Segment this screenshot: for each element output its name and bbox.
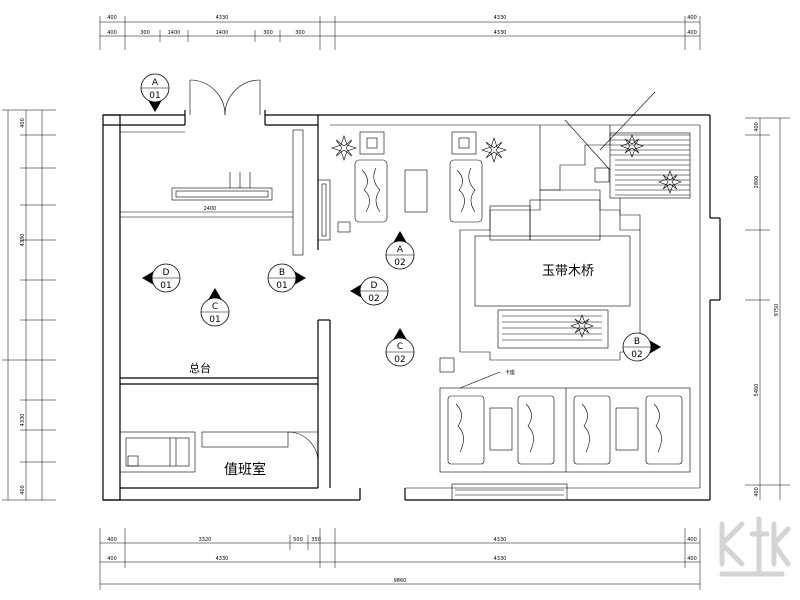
plant-icon bbox=[620, 134, 644, 158]
dim-bottom-1: 400 bbox=[107, 556, 117, 562]
dim-bottom-inner-5: 4330 bbox=[494, 537, 507, 543]
chair-icon bbox=[517, 395, 555, 465]
dim-left-2: 4330 bbox=[20, 234, 26, 247]
marker-letter: B bbox=[279, 268, 285, 278]
plant-icon bbox=[331, 135, 357, 161]
dim-left-4: 400 bbox=[20, 485, 26, 495]
plants bbox=[331, 134, 682, 338]
section-marker-icon: C 02 bbox=[385, 328, 415, 367]
dim-top-inner-3: 1400 bbox=[168, 30, 181, 36]
dimension-left: 400 4330 4330 400 bbox=[2, 109, 56, 501]
dim-top-inner-2: 300 bbox=[140, 30, 150, 36]
door-swing-icon bbox=[189, 79, 226, 116]
lounge-seating-bottom: 卡座 bbox=[439, 357, 691, 501]
plant-icon bbox=[570, 314, 594, 338]
marker-letter: C bbox=[212, 302, 218, 312]
marker-number: 01 bbox=[209, 315, 220, 325]
chair-icon bbox=[573, 395, 611, 465]
seating-label: 卡座 bbox=[505, 369, 515, 376]
section-marker-icon: B 01 bbox=[267, 263, 306, 293]
marker-number: 02 bbox=[394, 258, 405, 268]
dim-bottom-inner-4: 350 bbox=[311, 537, 321, 543]
section-marker-icon: B 02 bbox=[622, 332, 661, 362]
marker-letter: C bbox=[397, 342, 403, 352]
chair-icon bbox=[354, 159, 388, 223]
reception-label: 总台 bbox=[189, 361, 211, 375]
dim-bottom-3: 4330 bbox=[494, 556, 507, 562]
dim-top-inner-1: 400 bbox=[107, 30, 117, 36]
entrance-door bbox=[184, 79, 266, 125]
marker-number: 01 bbox=[160, 281, 171, 291]
chair-icon bbox=[645, 395, 683, 465]
chair-icon bbox=[447, 395, 485, 465]
marker-number: 02 bbox=[394, 355, 405, 365]
marker-number: 01 bbox=[276, 281, 287, 291]
dim-left-1: 400 bbox=[20, 118, 26, 128]
dim-bottom-inner-3: 500 bbox=[293, 537, 303, 543]
dim-left-3: 4330 bbox=[20, 414, 26, 427]
dim-bottom-2: 4330 bbox=[216, 556, 229, 562]
door-swing-icon bbox=[224, 79, 261, 116]
dim-bottom-4: 400 bbox=[687, 556, 697, 562]
dim-bottom-inner-1: 400 bbox=[107, 537, 117, 543]
dim-bottom-total: 9860 bbox=[394, 578, 407, 584]
dim-right-4: 400 bbox=[754, 487, 760, 497]
staircase bbox=[539, 91, 691, 230]
reception-counter: 2400 bbox=[171, 172, 273, 212]
section-marker-icon: D 02 bbox=[350, 276, 389, 306]
dim-right-2: 2800 bbox=[754, 176, 760, 189]
duty-room bbox=[119, 431, 319, 473]
marker-number: 02 bbox=[631, 350, 642, 360]
marker-letter: A bbox=[152, 78, 159, 88]
dim-top-3: 4330 bbox=[494, 15, 507, 21]
dim-top-inner-8: 400 bbox=[687, 30, 697, 36]
marker-number: 02 bbox=[368, 294, 379, 304]
section-marker-icon: C 01 bbox=[200, 288, 230, 327]
lounge-seating-top bbox=[317, 131, 483, 241]
dimension-bottom: 400 3320 500 350 4330 400 400 4330 4330 … bbox=[99, 528, 701, 590]
counter-dim: 2400 bbox=[204, 206, 217, 212]
dim-right-3: 5460 bbox=[754, 384, 760, 397]
marker-letter: D bbox=[163, 268, 170, 278]
dimension-top: 400 4330 4330 400 400 300 1400 1400 300 … bbox=[99, 15, 701, 50]
bed-icon bbox=[119, 431, 196, 473]
marker-letter: A bbox=[397, 245, 404, 255]
dim-top-1: 400 bbox=[107, 15, 117, 21]
bridge-label: 玉带木桥 bbox=[542, 264, 594, 279]
dim-top-2: 4330 bbox=[216, 15, 229, 21]
chair-icon bbox=[449, 159, 483, 223]
walls bbox=[102, 114, 721, 501]
watermark-logo bbox=[719, 516, 791, 577]
dim-top-inner-6: 300 bbox=[295, 30, 305, 36]
marker-letter: D bbox=[371, 281, 378, 291]
bridge-area: 玉带木桥 bbox=[459, 189, 641, 361]
dim-top-inner-4: 1400 bbox=[216, 30, 229, 36]
dim-right-total: 9750 bbox=[774, 304, 780, 317]
dimension-right: 400 2800 5460 400 9750 bbox=[745, 117, 790, 500]
section-marker-icon: A 01 bbox=[140, 73, 170, 112]
dim-top-inner-5: 300 bbox=[263, 30, 273, 36]
duty-room-label: 值班室 bbox=[224, 461, 266, 478]
dim-bottom-inner-2: 3320 bbox=[199, 537, 212, 543]
dim-top-inner-7: 4330 bbox=[494, 30, 507, 36]
section-marker-icon: D 01 bbox=[142, 263, 181, 293]
plant-icon bbox=[658, 170, 682, 194]
dim-top-4: 400 bbox=[687, 15, 697, 21]
marker-number: 01 bbox=[149, 91, 160, 101]
dim-right-1: 400 bbox=[754, 122, 760, 132]
dim-bottom-inner-6: 400 bbox=[687, 537, 697, 543]
plant-icon bbox=[481, 137, 507, 163]
section-marker-icon: A 02 bbox=[385, 231, 415, 270]
marker-letter: B bbox=[634, 337, 640, 347]
